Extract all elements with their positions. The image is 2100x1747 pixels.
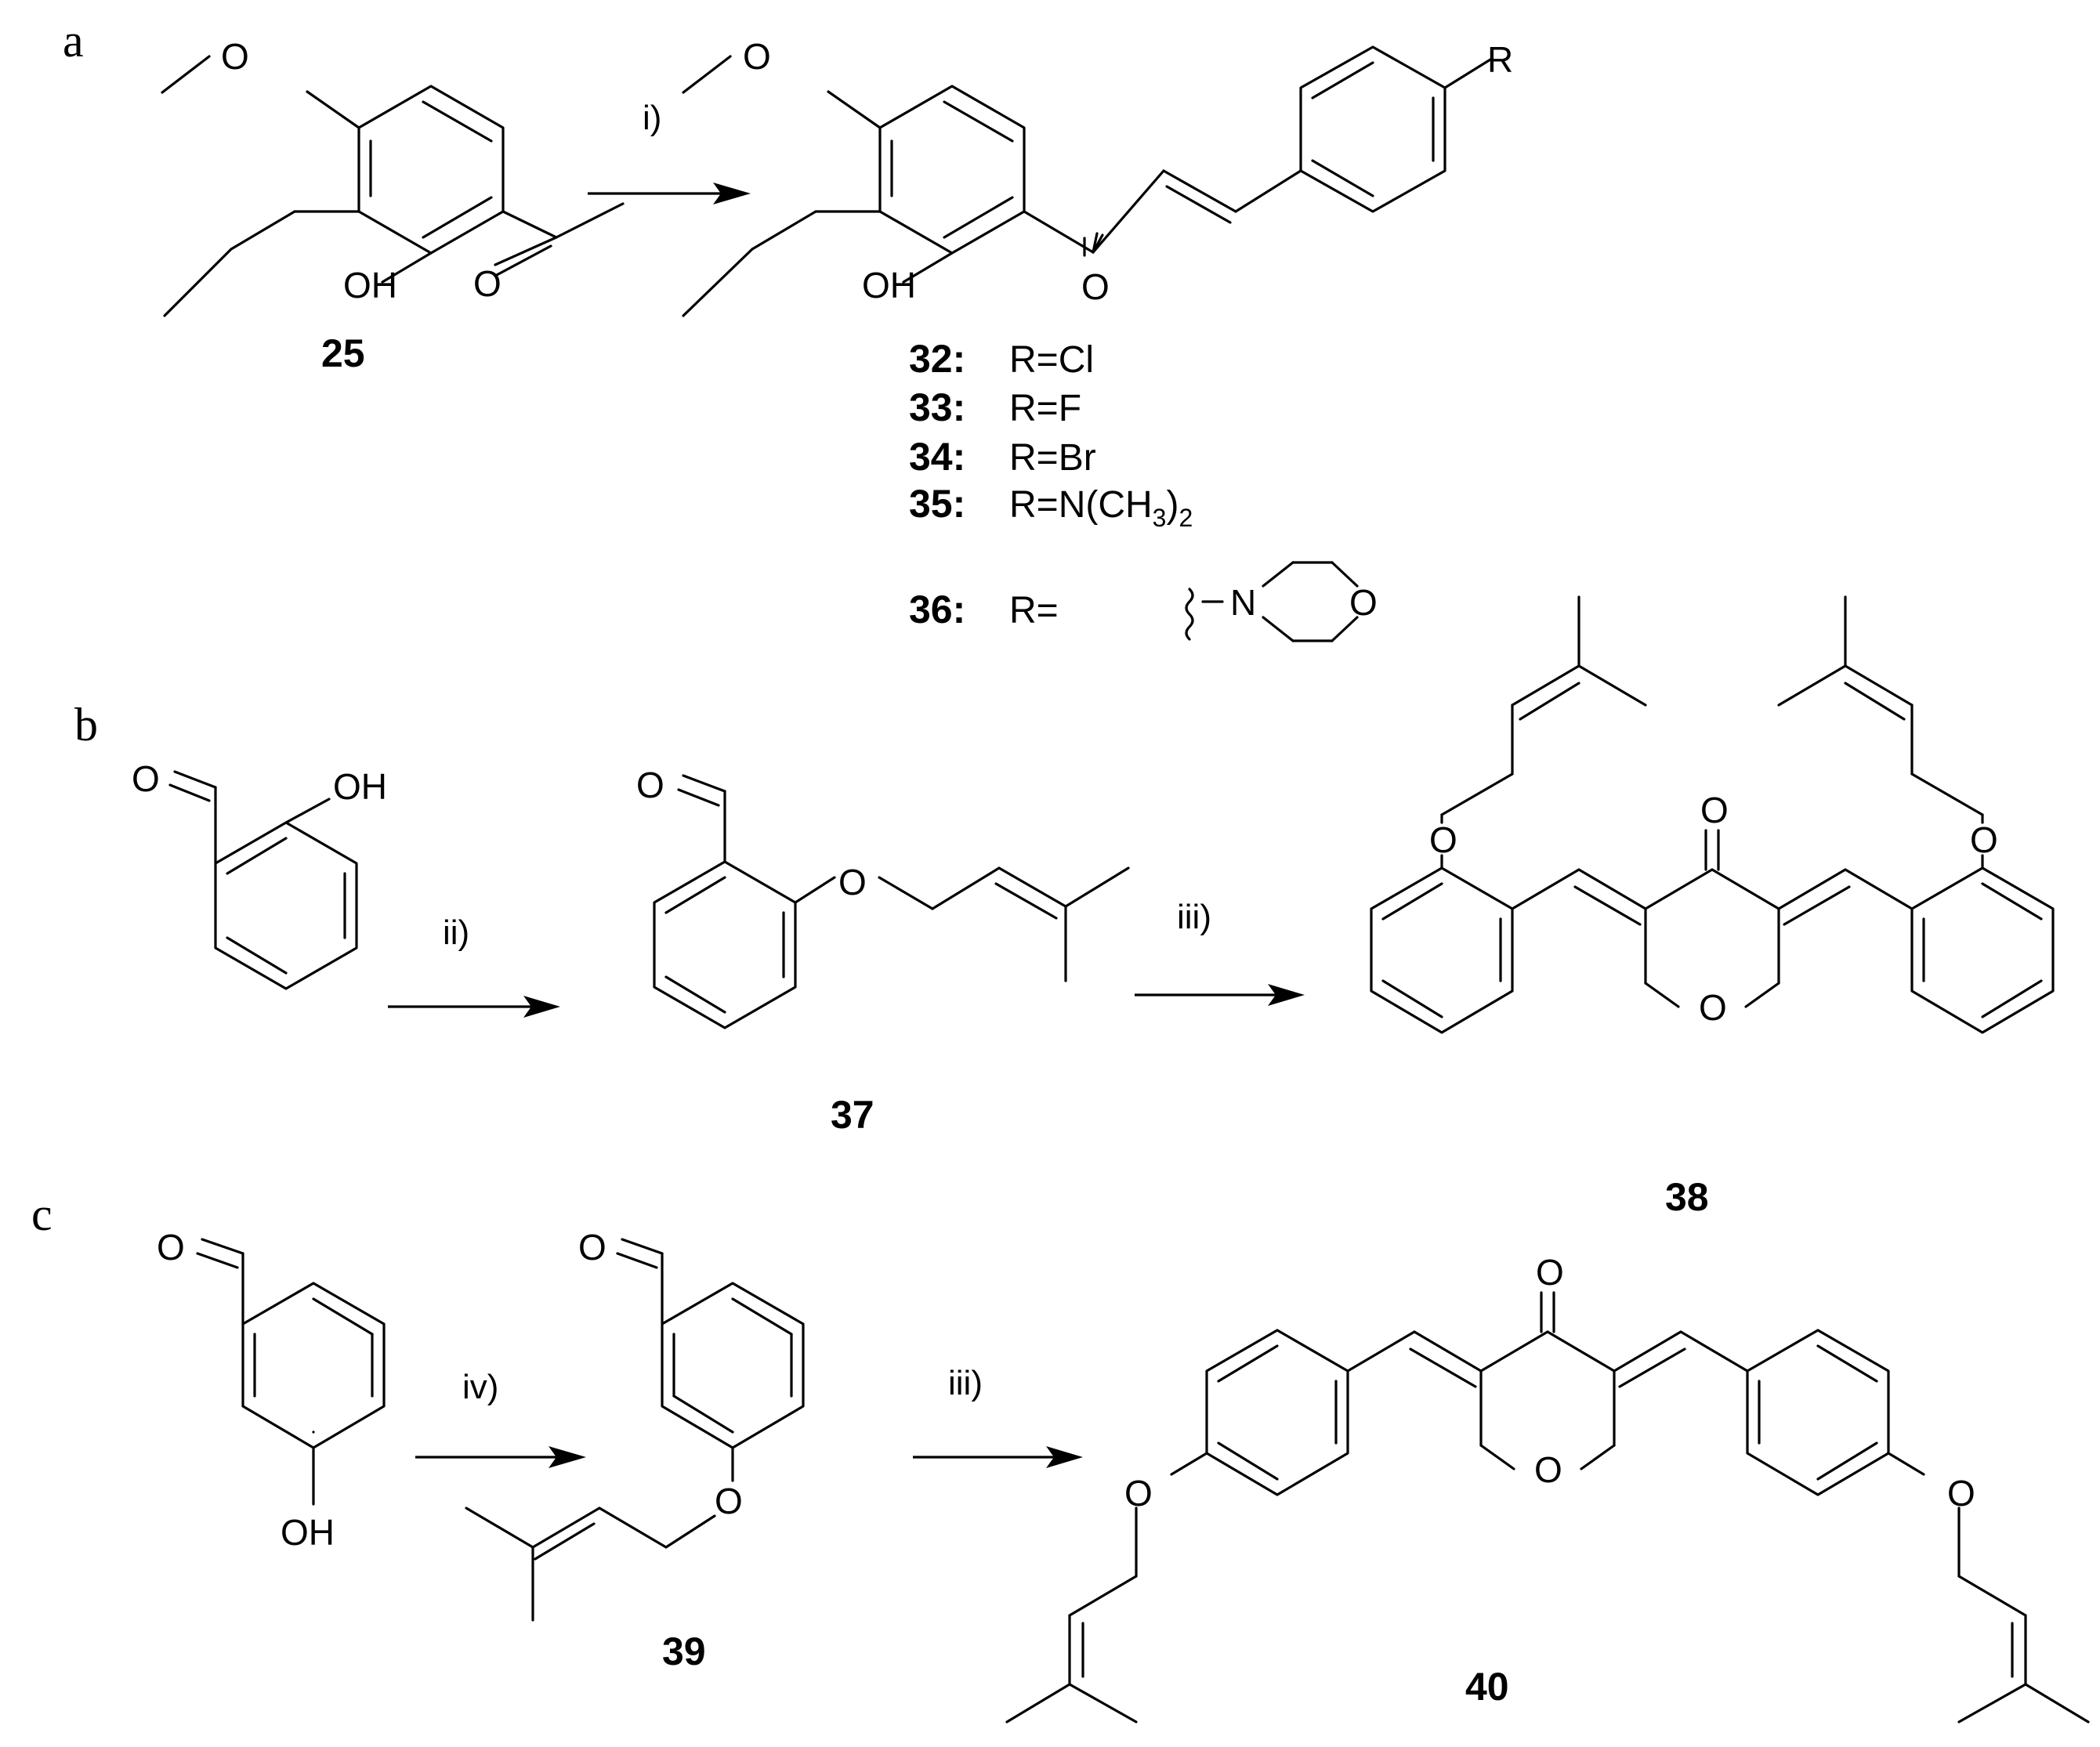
arrow-head-i <box>713 183 751 204</box>
atom-oh-chalcone: OH <box>862 265 916 306</box>
variant-35-r-main: R=N(CH <box>1009 484 1153 526</box>
compound-37-structure <box>653 774 1130 1029</box>
compound-25-structure <box>161 55 625 317</box>
morpholine-substituent <box>1185 561 1359 642</box>
atom-o-methoxy-25: O <box>221 36 249 77</box>
condition-ii: ii) <box>443 913 469 952</box>
arrow-head-iv <box>549 1446 586 1468</box>
compound-label-35: 35: <box>909 482 965 526</box>
compound-label-39: 39 <box>662 1629 706 1673</box>
compound-label-40: 40 <box>1465 1665 1509 1709</box>
variant-35-sub-3: 3 <box>1153 504 1167 532</box>
variant-32-r: R=Cl <box>1009 339 1094 381</box>
compound-39-structure <box>465 1238 805 1622</box>
compound-38-structure <box>1370 595 2055 1034</box>
panel-label-b: b <box>74 699 98 751</box>
variant-35-r: R=N(CH3)2 <box>1009 484 1193 532</box>
arrow-head-iii-c <box>1046 1446 1083 1468</box>
atom-o-aldehyde-37: O <box>636 765 664 805</box>
atom-o-ether-left-40: O <box>1124 1473 1153 1514</box>
atom-o-carbonyl-25: O <box>473 263 501 304</box>
atom-o-ether-37: O <box>838 862 867 902</box>
atom-o-ring-38: O <box>1699 987 1727 1028</box>
atom-o-methoxy-chalcone: O <box>743 36 771 77</box>
atom-o-ketone-40: O <box>1536 1252 1564 1293</box>
compound-40-structure <box>1005 1291 2090 1723</box>
atom-o-ether-39: O <box>715 1481 743 1521</box>
atom-o-carbonyl-chalcone: O <box>1081 266 1110 307</box>
variant-35-paren: ) <box>1166 484 1179 526</box>
compound-label-25: 25 <box>321 331 365 375</box>
condition-iv: iv) <box>462 1368 498 1406</box>
compound-label-33: 33: <box>909 385 965 429</box>
atom-oh-hba: OH <box>281 1512 335 1553</box>
atom-o-aldehyde-hba: O <box>157 1227 185 1268</box>
atom-o-ether-right-38: O <box>1970 819 1998 860</box>
atom-o-aldehyde-39: O <box>578 1227 606 1268</box>
salicylaldehyde-structure <box>168 770 358 990</box>
condition-i: i) <box>643 99 661 137</box>
arrow-head-ii <box>523 996 560 1018</box>
atom-r-substituent: R <box>1487 39 1513 80</box>
compound-label-32: 32: <box>909 337 965 381</box>
atom-o-ketone-38: O <box>1700 790 1729 830</box>
atom-oh-salicyl: OH <box>333 766 387 807</box>
atom-o-aldehyde-salicyl: O <box>132 758 160 799</box>
variant-33-r: R=F <box>1009 388 1081 429</box>
compound-label-34: 34: <box>909 435 965 479</box>
compound-label-38: 38 <box>1665 1175 1709 1219</box>
atom-o-morpholine: O <box>1349 582 1378 623</box>
compound-label-36: 36: <box>909 588 965 631</box>
atom-n-morpholine: N <box>1230 582 1256 623</box>
atom-o-ether-left-38: O <box>1429 819 1457 860</box>
variant-35-sub-2: 2 <box>1179 504 1193 532</box>
compound-label-37: 37 <box>831 1093 874 1137</box>
variant-34-r: R=Br <box>1009 437 1096 479</box>
chalcone-product-structure <box>682 45 1492 317</box>
hydroxybenzaldehyde-structure <box>196 1238 386 1506</box>
atom-oh-25: OH <box>343 265 397 306</box>
atom-o-ring-40: O <box>1534 1449 1562 1490</box>
atom-o-ether-right-40: O <box>1947 1473 1975 1514</box>
condition-iii-b: iii) <box>1177 898 1211 936</box>
panel-label-a: a <box>63 15 84 67</box>
panel-label-c: c <box>31 1188 52 1240</box>
condition-iii-c: iii) <box>948 1364 983 1402</box>
variant-36-r: R= <box>1009 590 1059 631</box>
arrow-head-iii-b <box>1268 984 1305 1006</box>
